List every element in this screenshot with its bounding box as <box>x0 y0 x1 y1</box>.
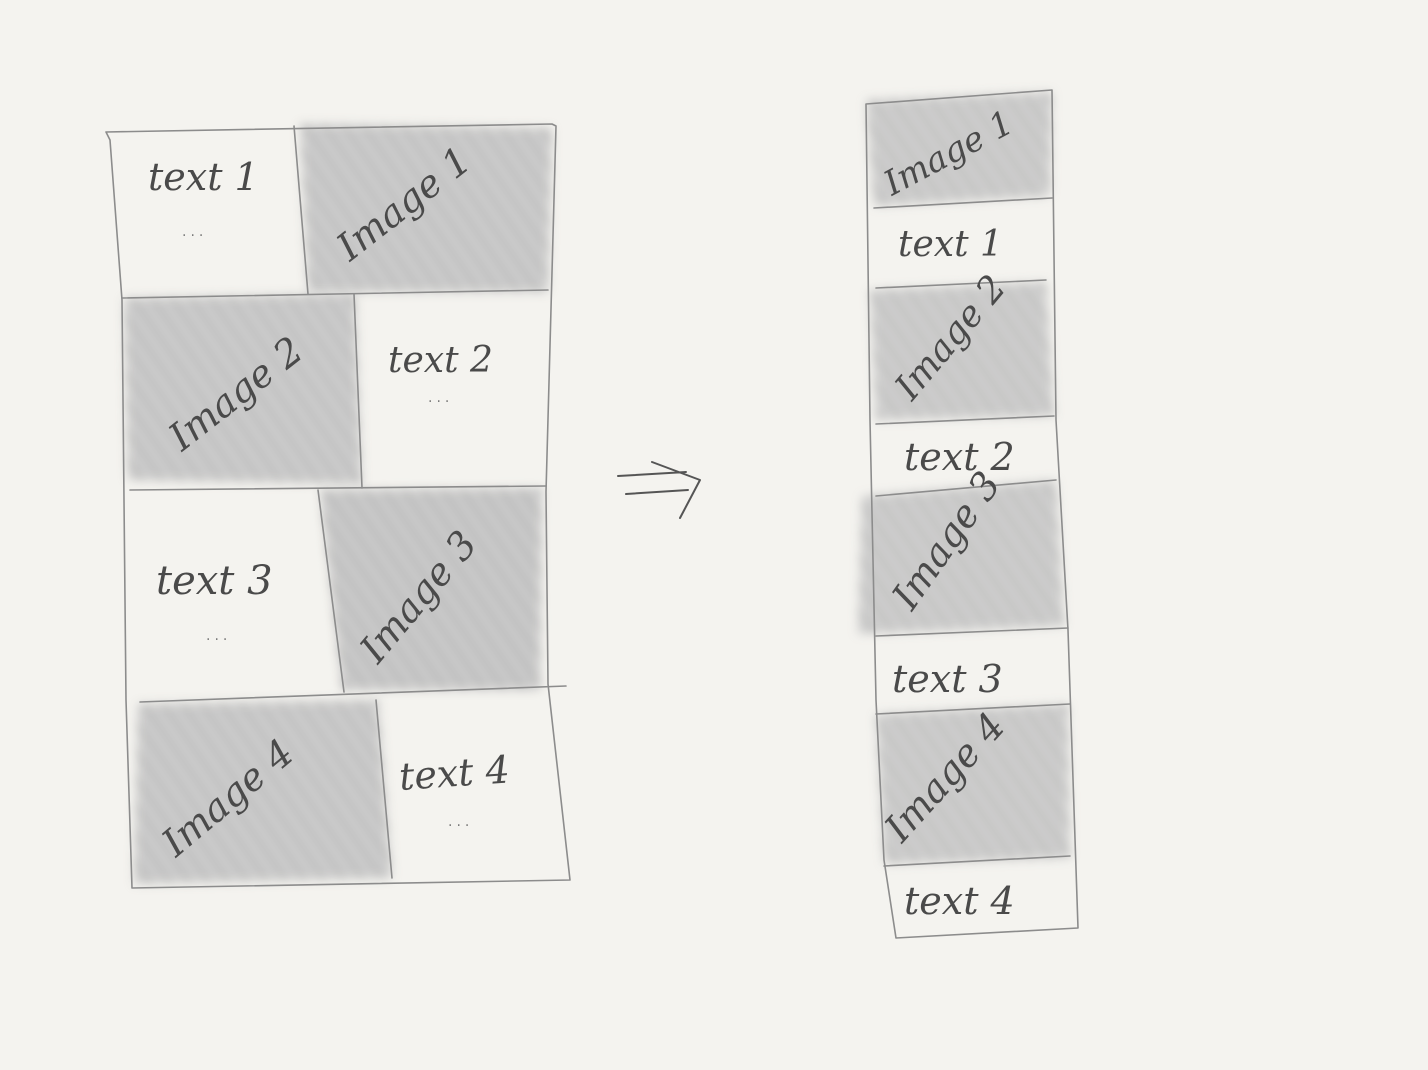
desktop-cell-image-4: Image 4 <box>134 700 392 884</box>
mobile-cell-image-1 <box>866 92 1052 206</box>
desktop-text-2-label: text 2 <box>388 340 493 381</box>
desktop-text-1-label: text 1 <box>148 155 259 199</box>
transform-arrow-label: => <box>0 0 2 1</box>
transform-arrow: => <box>0 0 701 519</box>
desktop-text-2-ellipsis: ... <box>428 390 453 406</box>
desktop-cell-text-4: text 4 ... <box>398 747 512 830</box>
desktop-divider-row-2 <box>129 485 547 491</box>
desktop-divider-col-2 <box>353 293 363 489</box>
mobile-text-4-label: text 4 <box>904 879 1015 923</box>
desktop-divider-row-1 <box>121 289 549 299</box>
mobile-divider-1 <box>873 197 1053 209</box>
desktop-divider-col-3 <box>317 489 345 693</box>
desktop-outer-frame <box>105 123 571 889</box>
mobile-divider-2 <box>875 279 1047 289</box>
desktop-divider-col-1 <box>293 125 309 295</box>
desktop-text-3-ellipsis: ... <box>206 628 231 644</box>
desktop-text-1-ellipsis: ... <box>182 224 207 240</box>
desktop-cell-image-3: Image 3 <box>320 488 542 690</box>
desktop-cell-text-1: text 1 ... <box>148 155 259 240</box>
mobile-text-1-label: text 1 <box>898 224 1003 265</box>
mobile-outer-frame <box>865 89 1079 939</box>
mobile-cell-image-3 <box>858 480 1064 634</box>
desktop-cell-image-1: Image 1 <box>300 124 552 292</box>
mobile-cell-image-2 <box>870 282 1054 420</box>
mobile-divider-7 <box>883 855 1071 867</box>
mobile-text-2-label: text 2 <box>904 435 1015 479</box>
mobile-divider-6 <box>875 703 1071 715</box>
desktop-divider-col-4 <box>375 699 393 879</box>
desktop-text-3-label: text 3 <box>156 558 273 604</box>
desktop-text-4-label: text 4 <box>398 747 512 799</box>
mobile-layout: Image 1 text 1 Image 2 text 2 Image 3 te… <box>858 89 1079 939</box>
desktop-text-4-ellipsis: ... <box>448 814 473 830</box>
mobile-text-3-label: text 3 <box>892 657 1003 701</box>
desktop-divider-row-3 <box>139 685 567 703</box>
desktop-cell-text-2: text 2 ... <box>388 340 493 406</box>
desktop-layout: Image 1 Image 2 Image 3 Image 4 text 1 .… <box>105 123 571 889</box>
mobile-divider-4 <box>875 479 1057 497</box>
desktop-cell-text-3: text 3 ... <box>156 558 273 644</box>
desktop-cell-image-2: Image 2 <box>124 294 362 484</box>
mobile-divider-3 <box>875 415 1055 425</box>
mobile-divider-5 <box>875 627 1069 637</box>
mobile-cell-image-4 <box>876 704 1070 864</box>
